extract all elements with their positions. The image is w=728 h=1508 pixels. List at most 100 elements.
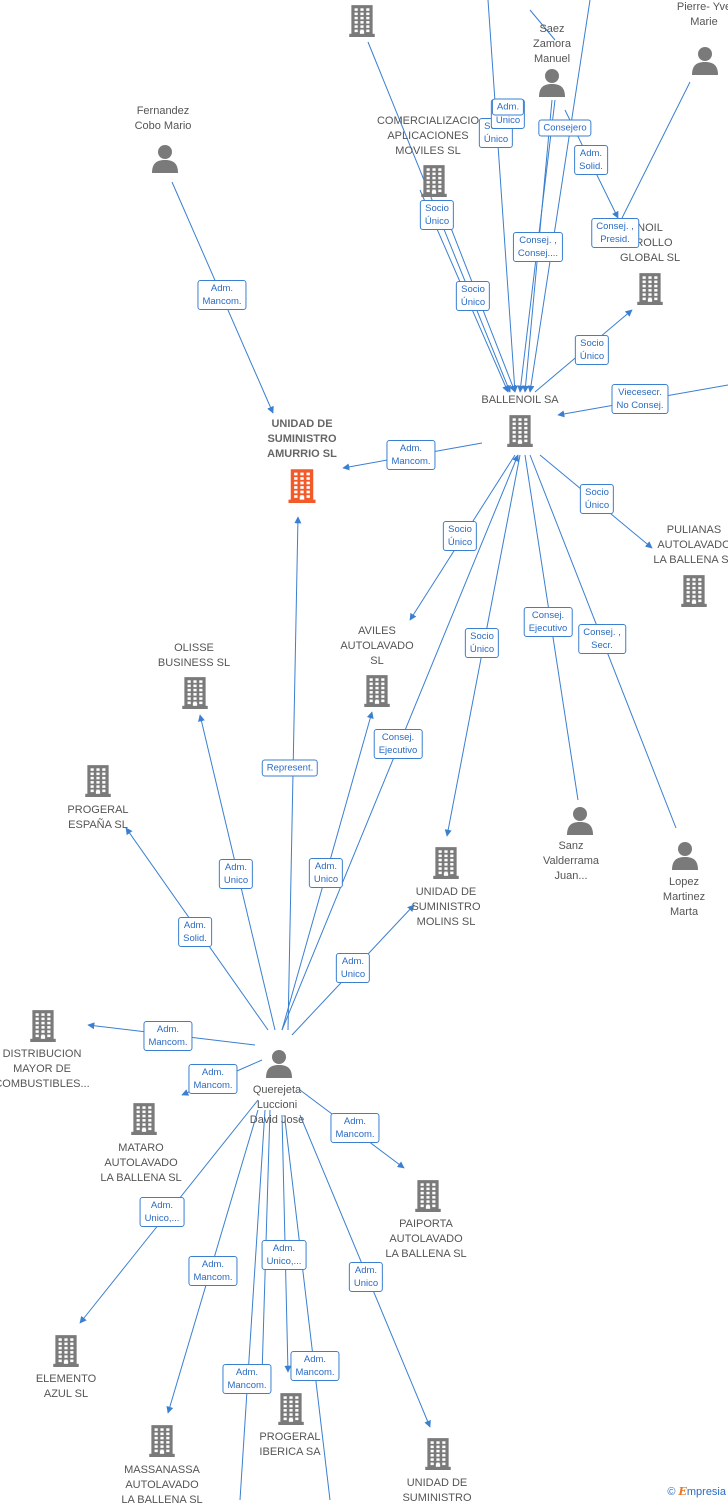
edge-label[interactable]: Socio Único [464,628,500,658]
edge-label[interactable]: Adm. Mancom. [386,440,436,470]
edge-label[interactable]: Adm. Mancom. [290,1351,340,1381]
bldg-top-node[interactable] [348,3,376,37]
fernandez-label: Fernandez Cobo Mario [103,104,223,134]
massanassa-label: MASSANASSA AUTOLAVADO LA BALLENA SL [102,1463,222,1508]
edge-label[interactable]: Adm. Mancom. [330,1113,380,1143]
node-label-text: UNIDAD DE SUMINISTRO MOLINS SL [411,886,481,928]
aviles-node[interactable] [363,673,391,707]
pierre-label: Pierre- Yve Marie [644,0,728,30]
pierre-node[interactable] [691,45,719,75]
copyright-symbol: © [667,1486,676,1498]
edge-label[interactable]: Socio Único [579,484,615,514]
edge-label[interactable]: Consejero [538,119,592,137]
fernandez-node[interactable] [151,143,179,173]
querejeta-node[interactable] [265,1048,293,1078]
edge-label[interactable]: Adm. Unico [348,1262,384,1292]
node-label-text: Fernandez Cobo Mario [134,105,192,132]
progeral-es-node[interactable] [84,763,112,797]
person-icon [672,842,698,870]
node-label-text: DISTRIBUCION MAYOR DE COMBUSTIBLES... [0,1048,90,1090]
building-icon [131,1103,157,1135]
edge-label[interactable]: Adm. Mancom. [222,1364,272,1394]
unidad-molins-node[interactable] [432,845,460,879]
distribucion-label: DISTRIBUCION MAYOR DE COMBUSTIBLES... [0,1047,102,1092]
building-icon [85,765,111,797]
building-icon [364,675,390,707]
elemento-node[interactable] [52,1333,80,1367]
unidad-bottom-label: UNIDAD DE SUMINISTRO [377,1476,497,1506]
edge-label[interactable]: Adm. Unico [335,953,371,983]
node-label-text: Saez Zamora Manuel [533,23,571,65]
building-icon [288,469,316,503]
edge-label[interactable]: Represent. [261,759,319,777]
sanz-label: Sanz Valderrama Juan... [511,839,631,884]
node-label-text: OLISSE BUSINESS SL [157,642,231,669]
building-icon [425,1438,451,1470]
paiporta-node[interactable] [414,1178,442,1212]
edge-label[interactable]: Adm. Solid. [574,145,608,175]
comercializacion-node[interactable] [420,163,448,197]
edge-label[interactable]: Socio Único [455,281,491,311]
unidad-molins-label: UNIDAD DE SUMINISTRO MOLINS SL [386,885,506,930]
edge-label[interactable]: Socio Único [442,521,478,551]
mataro-node[interactable] [130,1101,158,1135]
paiporta-label: PAIPORTA AUTOLAVADO LA BALLENA SL [366,1217,486,1262]
edge-line [239,1109,266,1500]
lopez-label: Lopez Martinez Marta [624,875,728,920]
node-label-text: PROGERAL IBERICA SA [259,1431,321,1458]
person-icon [692,47,718,75]
edge-label[interactable]: Adm. [491,98,525,116]
unidad-amurrio-node[interactable] [287,467,317,503]
edge-label[interactable]: Adm. Mancom. [188,1256,238,1286]
pulianas-label: PULIANAS AUTOLAVADO LA BALLENA SL [634,523,728,568]
edge-label[interactable]: Consej. , Secr. [578,624,626,654]
edge-label[interactable]: Adm. Unico [308,858,344,888]
edge-label[interactable]: Adm. Mancom. [188,1064,238,1094]
edge-label[interactable]: Socio Único [574,335,610,365]
building-icon [433,847,459,879]
saez-label: Saez Zamora Manuel [492,22,612,67]
massanassa-node[interactable] [148,1423,176,1457]
building-icon [681,575,707,607]
brand-initial: E [678,1485,687,1498]
footer-credit[interactable]: © Empresia [667,1485,726,1498]
distribucion-node[interactable] [29,1008,57,1042]
unidad-bottom-node[interactable] [424,1436,452,1470]
pulianas-node[interactable] [680,573,708,607]
edge-label[interactable]: Socio Único [419,200,455,230]
person-icon [567,807,593,835]
node-label-text: MATARO AUTOLAVADO LA BALLENA SL [100,1142,182,1184]
progeral-ib-node[interactable] [277,1391,305,1425]
progeral-es-label: PROGERAL ESPAÑA SL [38,803,158,833]
saez-node[interactable] [538,67,566,97]
node-label-text: Querejeta Luccioni David Jose [249,1084,305,1126]
node-label-text: ELEMENTO AZUL SL [35,1373,97,1400]
edge-label[interactable]: Consej. Ejecutivo [373,729,423,759]
sanz-node[interactable] [566,805,594,835]
edge-label[interactable]: Adm. Unico,... [261,1240,307,1270]
lopez-node[interactable] [671,840,699,870]
edge-label[interactable]: Adm. Unico [218,859,254,889]
edge-label[interactable]: Adm. Mancom. [143,1021,193,1051]
node-label-text: PULIANAS AUTOLAVADO LA BALLENA SL [653,524,728,566]
edge-line [527,0,591,393]
node-label-text: Pierre- Yve Marie [676,1,728,28]
edge-label[interactable]: Adm. Mancom. [197,280,247,310]
building-icon [53,1335,79,1367]
node-label-text: PROGERAL ESPAÑA SL [67,804,129,831]
olisse-node[interactable] [181,675,209,709]
mataro-label: MATARO AUTOLAVADO LA BALLENA SL [81,1141,201,1186]
edge-label[interactable]: Consej. , Presid. [591,218,639,248]
edge-line [529,9,556,41]
building-icon [30,1010,56,1042]
building-icon [182,677,208,709]
edge-label[interactable]: Adm. Solid. [178,917,212,947]
edge-label[interactable]: Consej. , Consej.... [512,232,564,262]
edge-label[interactable]: Adm. Unico,... [139,1197,185,1227]
person-icon [266,1050,292,1078]
desarrollo-node[interactable] [636,271,664,305]
edge-line [284,1119,331,1500]
edge-label[interactable]: Viecesecr. No Consej. [611,384,669,414]
ballenoil-node[interactable] [506,413,534,447]
edge-label[interactable]: Consej. Ejecutivo [523,607,573,637]
